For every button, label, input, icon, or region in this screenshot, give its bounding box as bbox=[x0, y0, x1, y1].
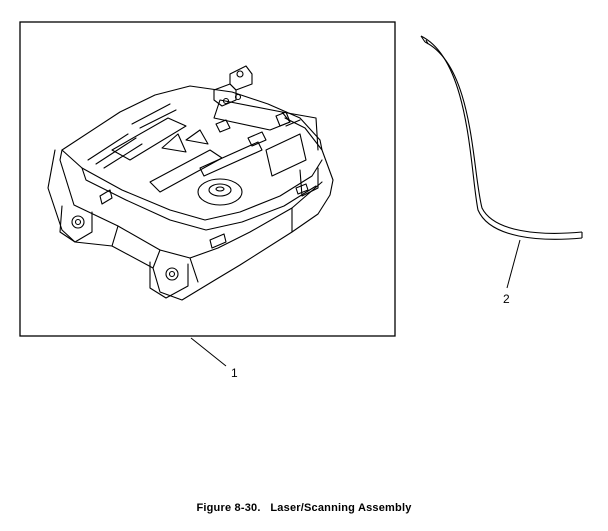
leader-line-1 bbox=[190, 337, 227, 367]
leader-line-2 bbox=[506, 239, 521, 289]
callout-1: 1 bbox=[231, 366, 238, 380]
laser-scanning-unit-drawing bbox=[47, 65, 334, 301]
figure-number: Figure 8-30. bbox=[196, 502, 261, 514]
curved-strip-drawing bbox=[420, 35, 583, 240]
callout-2: 2 bbox=[503, 292, 510, 306]
figure-title: Laser/Scanning Assembly bbox=[270, 502, 412, 514]
part-1-frame bbox=[19, 21, 396, 337]
figure-caption: Figure 8-30. Laser/Scanning Assembly bbox=[0, 502, 608, 514]
